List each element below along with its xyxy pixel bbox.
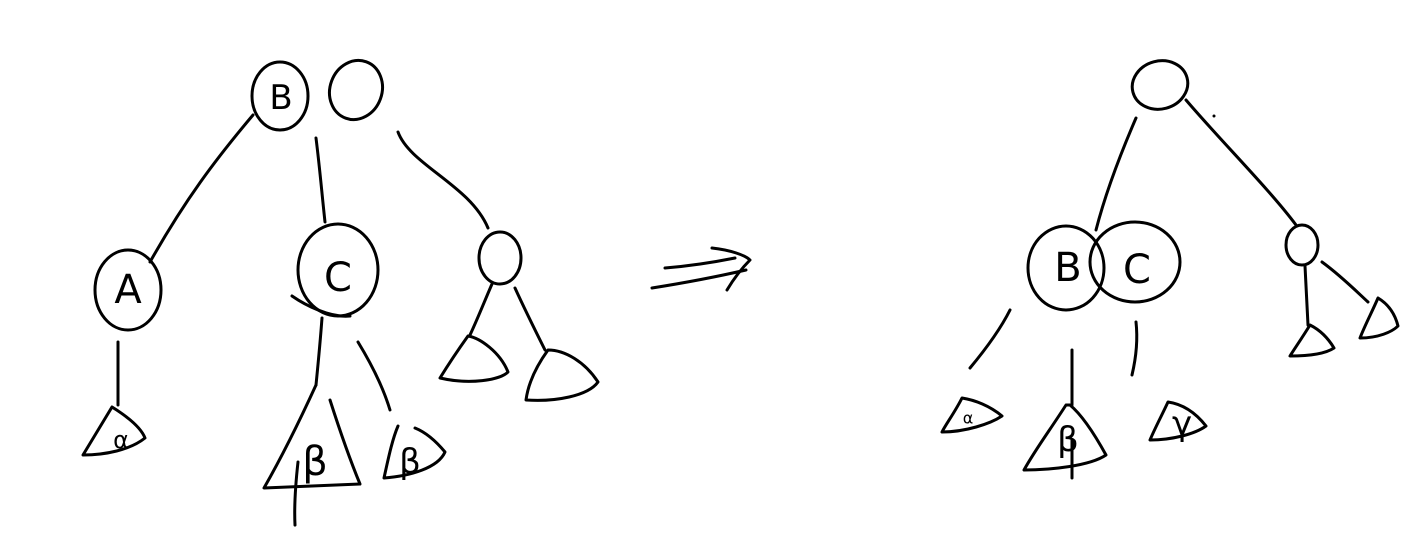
edge-right-after-to-t1 [1303, 264, 1310, 327]
edge-c-to-beta2 [356, 340, 392, 412]
edge-c-to-beta1 [314, 316, 324, 387]
after-node-b-key: B [1054, 245, 1081, 291]
before-node-a-key: A [114, 267, 142, 313]
subtree-alpha-left: α [81, 405, 147, 457]
before-tree: B A α C β [81, 58, 600, 527]
subtree-alpha-right-label: α [963, 409, 974, 428]
edge-root-to-bc [1094, 116, 1138, 232]
subtree-empty-1-right [1288, 323, 1336, 358]
subtree-empty-1-left [438, 334, 510, 383]
after-node-right [1284, 223, 1320, 267]
after-root-node [1130, 59, 1190, 111]
transform-arrow-label: ⟹ [683, 301, 717, 329]
before-root-node-b: B [250, 60, 310, 132]
subtree-gamma-right-label: γ [1172, 404, 1192, 444]
subtree-beta-1-label: β [302, 439, 328, 485]
subtree-empty-2-right [1358, 296, 1400, 340]
subtree-alpha-left-label: α [113, 426, 129, 454]
subtree-gamma-right: γ [1148, 400, 1208, 444]
edge-right-after-to-t2 [1320, 260, 1370, 304]
edge-bc-to-gamma [1130, 320, 1139, 377]
edge-root-to-c [314, 136, 327, 224]
after-node-bc: B C [1026, 220, 1182, 312]
before-node-c-key: C [324, 255, 352, 301]
before-node-c: C [290, 222, 380, 318]
edge-root-to-a [148, 113, 255, 264]
subtree-beta-right-label: β [1057, 420, 1079, 460]
edge-bc-to-alpha [968, 308, 1012, 370]
subtree-beta-1-left: β [262, 383, 362, 527]
subtree-beta-2-left: β [382, 424, 447, 482]
before-root-key-b: B [269, 78, 292, 118]
subtree-beta-right: β [1022, 403, 1108, 480]
transform-arrow: ⟹ [650, 246, 752, 329]
after-node-c-key: C [1123, 247, 1151, 293]
before-node-right [477, 230, 523, 286]
subtree-beta-2-label: β [399, 442, 421, 482]
before-node-a: A [93, 248, 163, 332]
after-tree: B C α β γ [940, 59, 1400, 480]
before-root-node-empty [328, 58, 384, 122]
edge-root-to-right [396, 130, 490, 230]
subtree-alpha-right: α [940, 396, 1004, 434]
edge-right-to-t2 [513, 286, 547, 352]
edge-right-to-t1 [468, 282, 494, 337]
edge-root-to-right-after [1184, 98, 1298, 227]
subtree-empty-2-left [524, 348, 600, 402]
